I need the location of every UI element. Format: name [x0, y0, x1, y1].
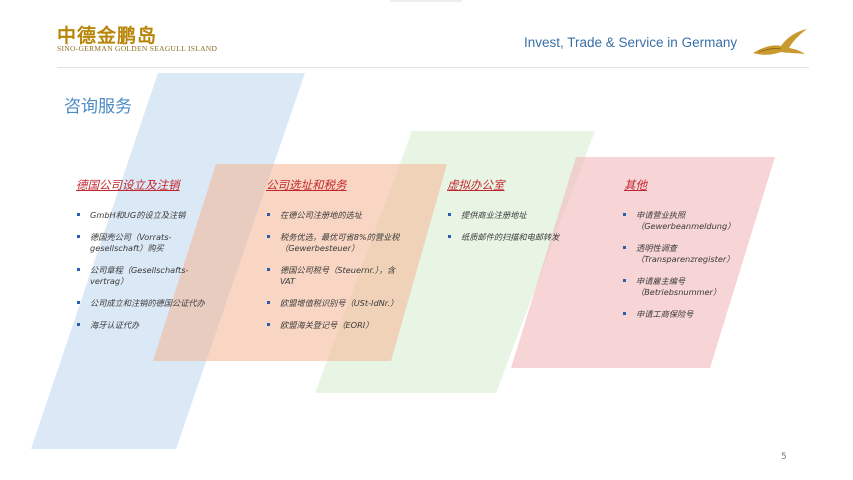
list-item: 申请雇主编号（Betriebsnummer）	[622, 276, 752, 298]
square-bullet-icon	[267, 323, 270, 326]
square-bullet-icon	[267, 213, 270, 216]
item-list: 申请营业执照（Gewerbeanmeldung） 透明性调查（Transpare…	[622, 210, 752, 320]
square-bullet-icon	[448, 235, 451, 238]
list-item: 德国公司税号（Steuernr.），含VAT	[266, 265, 401, 287]
column-location-tax: 公司选址和税务 在德公司注册地的选址 税务优选，最优可省8%的营业税（Gewer…	[266, 177, 401, 342]
item-list: 提供商业注册地址 纸质邮件的扫描和电邮转发	[447, 210, 587, 243]
list-item: 透明性调查（Transparenzregister）	[622, 243, 752, 265]
logo-english: SINO-GERMAN GOLDEN SEAGULL ISLAND	[57, 44, 218, 53]
header-divider	[57, 67, 809, 68]
list-item: 申请工商保险号	[622, 309, 752, 320]
column-virtual-office: 虚拟办公室 提供商业注册地址 纸质邮件的扫描和电邮转发	[447, 177, 587, 254]
square-bullet-icon	[623, 279, 626, 282]
logo-chinese: 中德金鹏岛	[57, 25, 158, 47]
square-bullet-icon	[77, 301, 80, 304]
top-decoration	[390, 0, 462, 2]
list-item: 欧盟增值税识别号（USt-IdNr.）	[266, 298, 401, 309]
shape-pink	[511, 157, 775, 368]
list-item: 申请营业执照（Gewerbeanmeldung）	[622, 210, 752, 232]
square-bullet-icon	[77, 268, 80, 271]
square-bullet-icon	[448, 213, 451, 216]
item-list: GmbH和UG的设立及注销 德国壳公司（Vorrats-gesellschaft…	[76, 210, 216, 331]
list-item: GmbH和UG的设立及注销	[76, 210, 216, 221]
square-bullet-icon	[623, 246, 626, 249]
list-item: 在德公司注册地的选址	[266, 210, 401, 221]
square-bullet-icon	[77, 235, 80, 238]
column-company-setup: 德国公司设立及注销 GmbH和UG的设立及注销 德国壳公司（Vorrats-ge…	[76, 177, 216, 342]
column-heading: 其他	[624, 178, 647, 192]
list-item: 纸质邮件的扫描和电邮转发	[447, 232, 587, 243]
column-heading: 公司选址和税务	[266, 178, 347, 192]
square-bullet-icon	[267, 268, 270, 271]
seagull-icon	[753, 29, 807, 55]
page-number: 5	[781, 452, 787, 462]
column-heading: 德国公司设立及注销	[76, 178, 180, 192]
square-bullet-icon	[77, 213, 80, 216]
square-bullet-icon	[623, 312, 626, 315]
shape-orange	[153, 164, 447, 361]
square-bullet-icon	[77, 323, 80, 326]
list-item: 税务优选，最优可省8%的营业税（Gewerbesteuer）	[266, 232, 401, 254]
list-item: 提供商业注册地址	[447, 210, 587, 221]
square-bullet-icon	[267, 235, 270, 238]
list-item: 公司成立和注销的德国公证代办	[76, 298, 216, 309]
column-other: 其他 申请营业执照（Gewerbeanmeldung） 透明性调查（Transp…	[622, 177, 752, 331]
column-heading: 虚拟办公室	[447, 178, 505, 192]
square-bullet-icon	[267, 301, 270, 304]
section-title: 咨询服务	[64, 97, 132, 117]
square-bullet-icon	[623, 213, 626, 216]
list-item: 欧盟海关登记号（EORI）	[266, 320, 401, 331]
list-item: 公司章程（Gesellschafts-vertrag）	[76, 265, 216, 287]
item-list: 在德公司注册地的选址 税务优选，最优可省8%的营业税（Gewerbesteuer…	[266, 210, 401, 331]
list-item: 海牙认证代办	[76, 320, 216, 331]
tagline: Invest, Trade & Service in Germany	[524, 35, 738, 50]
list-item: 德国壳公司（Vorrats-gesellschaft）购买	[76, 232, 216, 254]
